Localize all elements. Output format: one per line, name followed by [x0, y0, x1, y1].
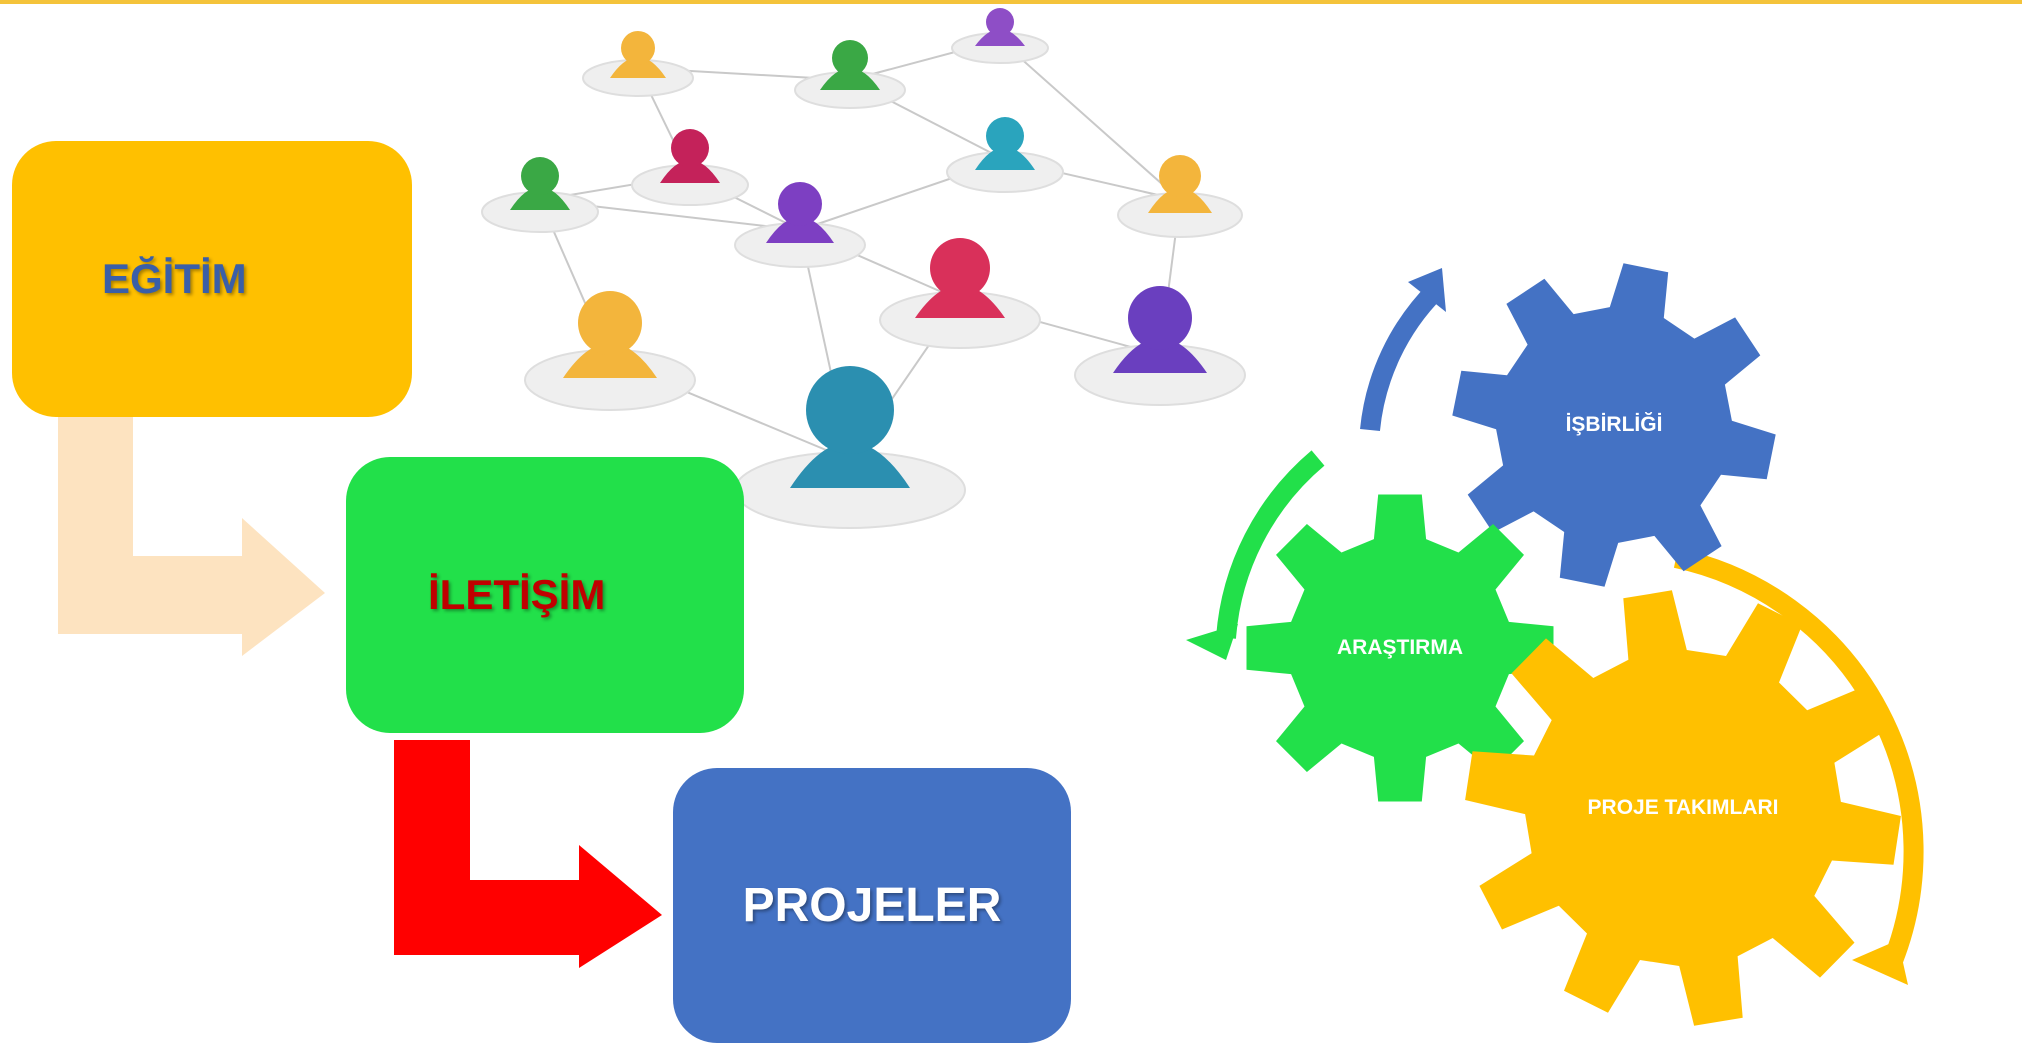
gear-arastirma-label: ARAŞTIRMA [1337, 636, 1463, 659]
blue-cycle-arrow [1360, 282, 1444, 432]
person-icon [975, 8, 1025, 46]
step-projeler-label: PROJELER [742, 879, 1002, 932]
person-icon [915, 238, 1005, 318]
person-icon [510, 157, 570, 210]
person-icon [563, 291, 657, 378]
person-icon [820, 40, 880, 90]
gear-proje-takimlari [1465, 590, 1901, 1026]
person-icon [975, 117, 1035, 170]
top-accent-rule [0, 0, 2022, 4]
step-egitim: EĞİTİM [12, 141, 412, 417]
gear-arastirma [1246, 494, 1554, 802]
person-icon [766, 182, 834, 243]
person-icon [610, 31, 666, 78]
person-icon [1113, 286, 1207, 373]
arrow-iletisim-to-projeler [394, 740, 662, 968]
gold-arrowhead [1852, 940, 1908, 985]
step-projeler: PROJELER [673, 768, 1071, 1043]
arrow-egitim-to-iletisim [58, 417, 325, 656]
green-arrowhead [1186, 624, 1238, 660]
person-icon [660, 129, 720, 183]
person-icon [790, 366, 910, 488]
gear-isbirligi [1452, 263, 1776, 587]
step-egitim-label: EĞİTİM [102, 255, 247, 302]
green-cycle-arrow [1216, 450, 1325, 639]
gear-isbirligi-label: İŞBİRLİĞİ [1565, 413, 1663, 436]
gear-proje-takimlari-label: PROJE TAKIMLARI [1587, 796, 1779, 819]
step-iletisim: İLETİŞİM [346, 457, 744, 733]
blue-arrowhead [1408, 268, 1446, 312]
step-iletisim-label: İLETİŞİM [428, 571, 606, 618]
person-icon [1148, 155, 1212, 213]
gold-cycle-arrow [1673, 548, 1924, 972]
